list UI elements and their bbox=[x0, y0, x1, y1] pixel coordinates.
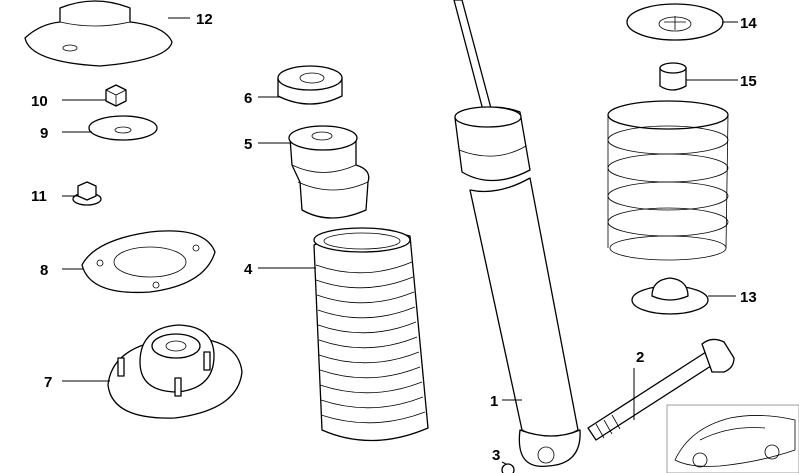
callout-12: 12 bbox=[196, 11, 213, 28]
callout-8: 8 bbox=[40, 262, 48, 279]
vehicle-inset-thumbnail bbox=[666, 404, 799, 473]
callout-3: 3 bbox=[492, 447, 500, 464]
part-3-nut bbox=[501, 463, 515, 473]
callout-5: 5 bbox=[244, 136, 252, 153]
coil-spring bbox=[607, 100, 729, 261]
part-2-bolt bbox=[587, 338, 735, 441]
callout-6: 6 bbox=[244, 90, 252, 107]
callout-11: 11 bbox=[31, 188, 47, 205]
leader-lines bbox=[62, 17, 738, 465]
part-15-bushing bbox=[659, 62, 687, 91]
part-1-shock-absorber bbox=[453, 0, 581, 467]
part-7-strut-mount bbox=[107, 324, 243, 419]
part-10-nut bbox=[105, 84, 127, 107]
part-12-cover-cap bbox=[24, 0, 173, 67]
callout-9: 9 bbox=[40, 125, 48, 142]
callout-15: 15 bbox=[740, 73, 757, 90]
part-4-protective-boot bbox=[313, 227, 429, 442]
part-9-washer bbox=[88, 115, 158, 141]
part-8-gasket bbox=[81, 230, 216, 294]
callout-13: 13 bbox=[740, 289, 757, 306]
callout-10: 10 bbox=[31, 93, 48, 110]
callout-7: 7 bbox=[44, 374, 52, 391]
callout-1: 1 bbox=[490, 393, 498, 410]
callout-14: 14 bbox=[740, 15, 757, 32]
part-13-lower-spring-pad bbox=[631, 277, 709, 315]
part-11-flange-nut bbox=[72, 181, 102, 206]
part-6-protective-cap bbox=[277, 65, 343, 105]
callout-2: 2 bbox=[636, 349, 644, 366]
part-5-bump-stop bbox=[288, 125, 370, 219]
callout-4: 4 bbox=[244, 261, 253, 278]
part-14-upper-spring-pad bbox=[626, 3, 724, 41]
